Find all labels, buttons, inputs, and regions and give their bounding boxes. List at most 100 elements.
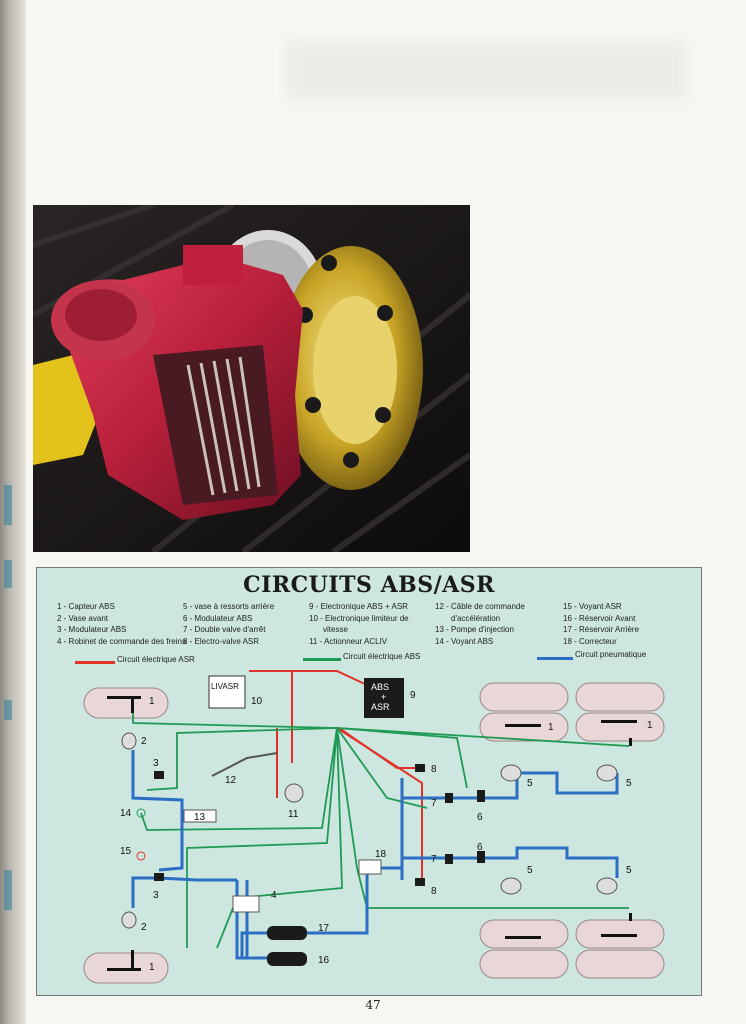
legend-item: 2 - Vase avant <box>57 613 108 623</box>
legend-item: 16 - Réservoir Avant <box>563 613 636 623</box>
legend-item: 15 - Voyant ASR <box>563 602 622 611</box>
ecu-abs-label: ABS <box>371 682 389 692</box>
pneumatic-circuit-label: Circuit pneumatique <box>575 650 647 659</box>
rear-abs-modulator <box>477 790 485 802</box>
gutter-bleed-mark <box>4 560 12 588</box>
callout-5: 5 <box>626 865 632 876</box>
legend-item: d'accélération <box>451 613 501 623</box>
asr-solenoid <box>415 764 425 772</box>
front-chamber-bottom <box>121 911 137 929</box>
rear-abs-modulator <box>477 851 485 863</box>
circuit-schematic: LIVASR ABS + ASR <box>83 670 665 984</box>
abs-modulator <box>154 873 164 881</box>
double-check-valve <box>445 854 453 864</box>
legend-item: 10 - Electronique limiteur de <box>309 613 409 623</box>
brake-caliper-photo <box>33 205 470 552</box>
asr-circuit-label: Circuit électrique ASR <box>117 655 195 664</box>
callout-1: 1 <box>548 722 554 733</box>
abs-warning-lamp <box>136 808 146 818</box>
legend-item: 8 - Electro-valve ASR <box>183 636 260 646</box>
legend-column-3: 9 - Electronique ABS + ASR 10 - Electron… <box>309 601 409 647</box>
rear-chamber <box>596 764 618 782</box>
brake-valve <box>232 895 260 913</box>
legend-item: 3 - Modulateur ABS <box>57 625 127 634</box>
corrector <box>358 859 382 875</box>
pneumatic-circuit-swatch <box>537 657 573 660</box>
callout-18: 18 <box>375 849 387 860</box>
callout-16: 16 <box>318 955 330 966</box>
callout-14: 14 <box>120 808 132 819</box>
livasr-label: LIVASR <box>211 682 239 691</box>
legend-item: vitesse <box>323 625 348 634</box>
rear-chamber <box>500 764 522 782</box>
callout-15: 15 <box>120 846 132 857</box>
legend-item: 4 - Robinet de commande des freins <box>57 636 186 646</box>
callout-5: 5 <box>626 778 632 789</box>
callout-2: 2 <box>141 922 147 933</box>
callout-7: 7 <box>431 854 437 865</box>
callout-1: 1 <box>149 962 155 973</box>
legend-column-4: 12 - Câble de commande d'accélération 13… <box>435 601 525 647</box>
legend-item: 6 - Modulateur ABS <box>183 613 253 623</box>
legend-column-2: 5 - vase à ressorts arrière 6 - Modulate… <box>183 601 274 647</box>
callout-1: 1 <box>149 696 155 707</box>
legend-item: 5 - vase à ressorts arrière <box>183 602 275 611</box>
abs-circuit-label: Circuit électrique ABS <box>343 652 421 661</box>
accelerator-cable <box>211 752 278 777</box>
front-left-tyre <box>83 687 169 719</box>
legend-item: 7 - Double valve d'arrêt <box>183 625 266 634</box>
callout-10: 10 <box>251 696 263 707</box>
asr-circuit-swatch <box>75 661 115 664</box>
legend-item: 1 - Capteur ABS <box>57 602 115 611</box>
callout-9: 9 <box>410 690 416 701</box>
callout-1: 1 <box>647 720 653 731</box>
callout-11: 11 <box>288 809 299 820</box>
ecu-asr-label: ASR <box>371 702 390 712</box>
legend-column-1: 1 - Capteur ABS 2 - Vase avant 3 - Modul… <box>57 601 186 647</box>
rear-tyres-top <box>479 682 665 742</box>
callout-13: 13 <box>194 812 206 823</box>
abs-circuit-swatch <box>303 658 341 661</box>
show-through-text <box>286 40 686 100</box>
legend-column-5: 15 - Voyant ASR 16 - Réservoir Avant 17 … <box>563 601 639 647</box>
gutter-bleed-mark <box>4 700 12 720</box>
acliv-actuator <box>284 783 304 803</box>
callout-3: 3 <box>153 890 159 901</box>
diagram-title: CIRCUITS ABS/ASR <box>243 572 495 598</box>
binding-gutter <box>0 0 26 1024</box>
callout-2: 2 <box>141 736 147 747</box>
legend-item: 14 - Voyant ABS <box>435 636 494 646</box>
legend-item: 18 - Correcteur <box>563 636 617 646</box>
page-number: 47 <box>365 998 381 1012</box>
legend-item: 11 - Actionneur ACLIV <box>309 636 388 646</box>
callout-12: 12 <box>225 775 237 786</box>
injection-pump <box>183 809 217 823</box>
gutter-bleed-mark <box>4 485 12 525</box>
asr-warning-lamp <box>136 851 146 861</box>
rear-chamber <box>500 877 522 895</box>
legend-item: 12 - Câble de commande <box>435 602 525 611</box>
livasr-box <box>208 675 246 709</box>
legend-item: 9 - Electronique ABS + ASR <box>309 602 408 611</box>
rear-chamber <box>596 877 618 895</box>
callout-7: 7 <box>431 798 437 809</box>
rear-tyres-bottom <box>479 919 665 979</box>
front-chamber-top <box>121 732 137 750</box>
callout-17: 17 <box>318 923 330 934</box>
callout-6: 6 <box>477 812 483 823</box>
legend-item: 17 - Réservoir Arrière <box>563 625 640 634</box>
callout-4: 4 <box>271 890 277 901</box>
callout-8: 8 <box>431 886 437 897</box>
legend-item: 13 - Pompe d'injection <box>435 625 514 634</box>
abs-asr-ecu <box>364 678 404 718</box>
abs-asr-circuit-diagram: CIRCUITS ABS/ASR 1 - Capteur ABS 2 - Vas… <box>36 567 702 996</box>
callout-8: 8 <box>431 764 437 775</box>
callout-5: 5 <box>527 865 533 876</box>
gutter-bleed-mark <box>4 870 12 910</box>
callout-3: 3 <box>153 758 159 769</box>
rear-reservoir <box>267 926 307 940</box>
asr-solenoid <box>415 878 425 886</box>
callout-6: 6 <box>477 842 483 853</box>
ecu-plus-label: + <box>381 692 386 702</box>
front-reservoir <box>267 952 307 966</box>
